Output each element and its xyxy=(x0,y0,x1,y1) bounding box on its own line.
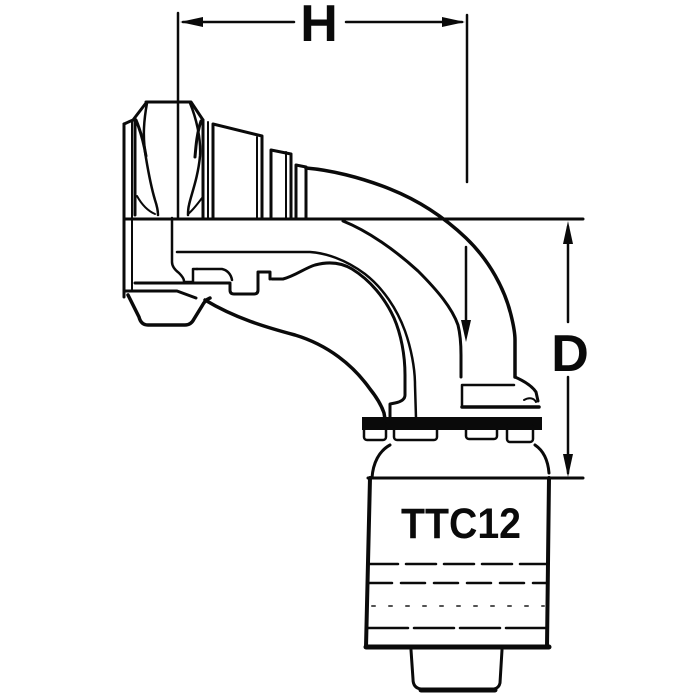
dimension-d-label: D xyxy=(551,325,589,383)
swivel-washers xyxy=(211,122,308,221)
sleeve-dome-right-shoulder xyxy=(533,443,551,475)
nut-skirt xyxy=(126,293,212,327)
sleeve-right-edge xyxy=(545,476,551,649)
centerline-arrow-down-icon xyxy=(461,320,471,342)
retaining-tab xyxy=(228,270,272,296)
washer-1-outline xyxy=(211,122,264,221)
serration-notch xyxy=(362,421,388,442)
serration-band xyxy=(362,417,542,430)
nut-seat-foot xyxy=(182,267,199,284)
bore-inner-line xyxy=(175,250,418,420)
nut-bottom-arc-left xyxy=(136,195,156,215)
serration-notch xyxy=(464,420,499,441)
hose-stem xyxy=(409,648,504,693)
nut-bottom-face xyxy=(122,289,198,300)
bend-outer-curve xyxy=(304,166,517,379)
socket-hook-detail xyxy=(523,397,537,403)
crimp-collar-serrations xyxy=(362,417,551,480)
sleeve-left-edge xyxy=(364,476,372,649)
nut-facet-right-curve xyxy=(186,101,202,217)
arrow-right-icon xyxy=(442,17,465,27)
nut-facet-left-curve xyxy=(142,101,160,217)
nut-seat-edge xyxy=(170,216,186,283)
elbow-tube xyxy=(133,166,541,421)
washer-3-outline xyxy=(294,163,308,221)
socket-right-flare xyxy=(513,375,540,403)
serration-notch xyxy=(392,420,439,442)
hex-nut xyxy=(122,100,212,327)
part-code-label: TTC12 xyxy=(401,500,521,548)
tab-ledge xyxy=(195,267,234,282)
dimension-h-label: H xyxy=(300,0,338,53)
socket-step-line xyxy=(460,383,516,408)
body-outer-silhouette xyxy=(203,298,387,421)
arrow-left-icon xyxy=(180,17,203,27)
dimension-h: H xyxy=(176,0,469,220)
crimp-sleeve: TTC12 xyxy=(363,476,585,650)
bend-inner-top-curve xyxy=(341,219,463,379)
washer-2-outline xyxy=(269,148,293,221)
serration-notch xyxy=(505,423,535,444)
bend-lower-wall-curve xyxy=(270,261,407,421)
arrow-up-icon xyxy=(563,221,573,244)
nut-bottom-arc-right xyxy=(187,197,203,215)
nut-top-chamfer-left xyxy=(122,101,148,126)
stem-outline xyxy=(409,648,504,691)
arrow-down-icon xyxy=(563,454,573,477)
nut-corner-arc-left xyxy=(134,118,148,158)
nut-corner-arc-right xyxy=(193,119,203,159)
sleeve-dome-left-shoulder xyxy=(370,443,392,480)
nut-top-face xyxy=(144,100,205,122)
dimension-d: D xyxy=(122,217,589,477)
